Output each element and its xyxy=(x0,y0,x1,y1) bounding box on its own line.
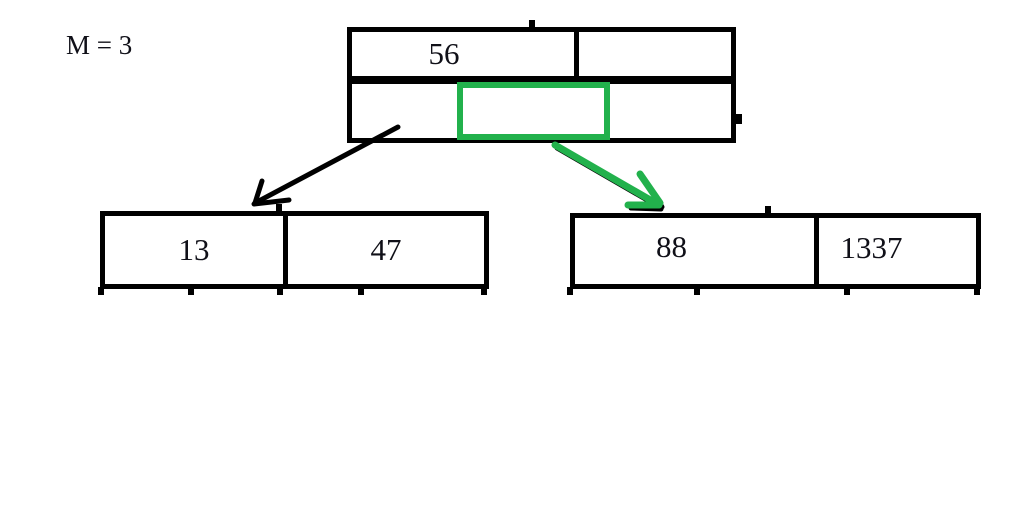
root-divider-overshoot-tick xyxy=(529,20,535,28)
left-leaf-key-cell-13: 13 xyxy=(105,216,288,284)
left-leaf-pointer-stub xyxy=(358,287,364,295)
right-leaf-pointer-stub xyxy=(567,287,573,295)
root-right-edge-nub xyxy=(734,114,742,124)
right-leaf-pointer-stub xyxy=(694,287,700,295)
green-arrow-root-to-right-leaf xyxy=(551,141,665,212)
root-key-cell-56: 56 xyxy=(352,32,579,76)
right-leaf-key-cell-88: 88 xyxy=(575,218,819,284)
left-leaf-node: 13 47 xyxy=(100,211,489,289)
right-leaf-pointer-stub xyxy=(974,287,980,295)
left-leaf-divider-overshoot-tick xyxy=(276,204,282,212)
left-leaf-key-cell-47: 47 xyxy=(370,232,402,267)
left-leaf-pointer-stub xyxy=(481,287,487,295)
root-key-cell-empty xyxy=(579,32,731,76)
left-leaf-pointer-stub xyxy=(277,287,283,295)
order-label: M = 3 xyxy=(66,30,133,60)
left-leaf-pointer-stub xyxy=(98,287,104,295)
right-leaf-node: 88 xyxy=(570,213,981,289)
right-leaf-pointer-stub xyxy=(844,287,850,295)
right-leaf-key-cell-1337-highlighted: 1337 xyxy=(840,229,903,265)
left-leaf-pointer-stub xyxy=(188,287,194,295)
right-leaf-divider-overshoot-tick xyxy=(765,206,771,214)
root-pointer-cell-highlighted xyxy=(457,82,610,140)
root-node-key-row: 56 xyxy=(347,27,736,81)
